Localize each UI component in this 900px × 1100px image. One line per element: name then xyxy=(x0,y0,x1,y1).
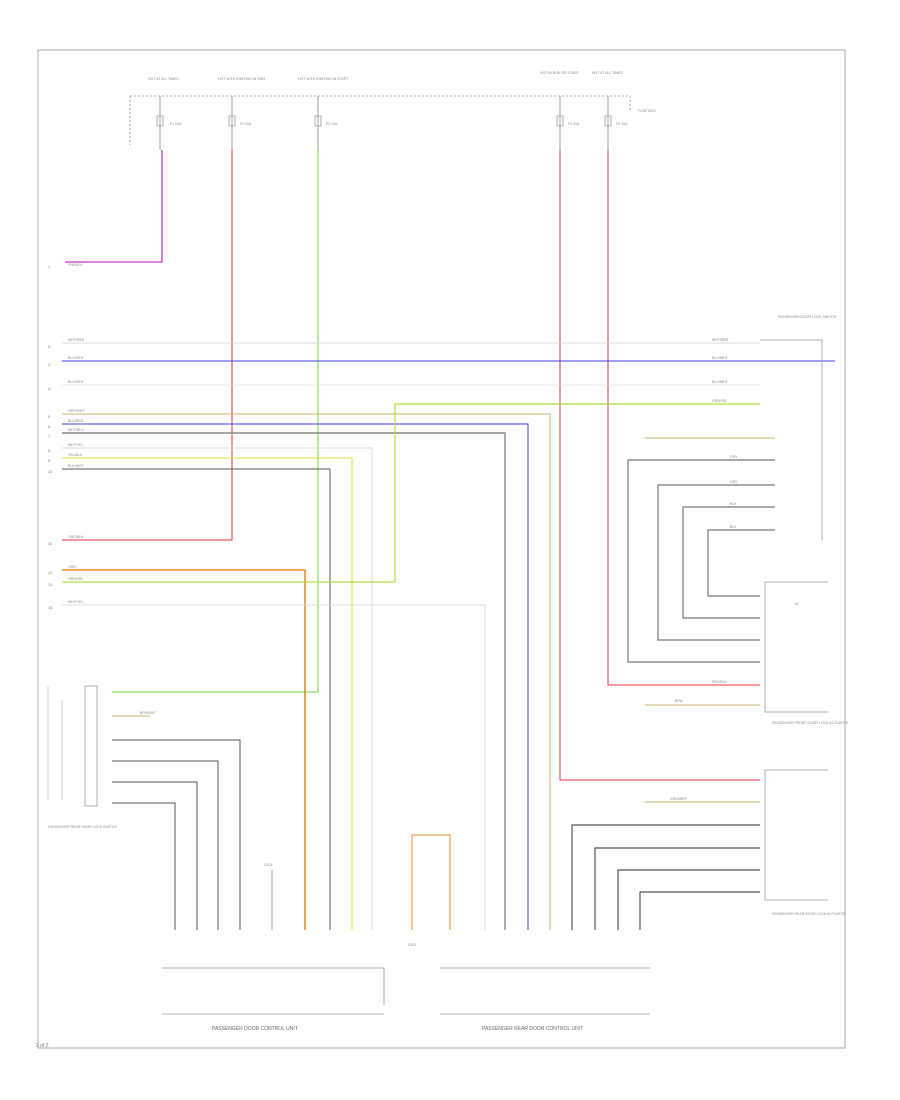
svg-text:WHT/YEL: WHT/YEL xyxy=(68,600,84,604)
fuse-2-label: F2 10A xyxy=(240,122,252,126)
left-switch-wires xyxy=(112,715,241,930)
passenger-rear-actuator-label: PASSENGER REAR DOOR LOCK ACTUATOR xyxy=(772,912,846,916)
svg-text:GRN/YEL: GRN/YEL xyxy=(712,399,727,403)
wire-green-1 xyxy=(112,150,319,693)
svg-text:7: 7 xyxy=(48,434,51,439)
wire-blue-2 xyxy=(62,423,529,930)
svg-text:6: 6 xyxy=(48,424,51,429)
svg-text:WHT/BLU: WHT/BLU xyxy=(68,428,84,432)
wire-orange-1 xyxy=(62,569,306,930)
wire-white-3 xyxy=(62,604,486,930)
svg-text:GRN/YEL: GRN/YEL xyxy=(68,577,83,581)
svg-text:BLU/WHT: BLU/WHT xyxy=(68,356,85,360)
svg-text:BRN/WHT: BRN/WHT xyxy=(140,711,157,715)
svg-text:BLK/WHT: BLK/WHT xyxy=(68,464,84,468)
left-wire-labels: 1 PNK/BLK 2 WHT/RED 3 BLU/WHT 4 BLU/WHT … xyxy=(48,263,85,610)
svg-text:BLU/WHT: BLU/WHT xyxy=(712,356,729,360)
top-feed-3: HOT WITH IGNITION IN START F3 10A xyxy=(298,77,349,150)
wire-pink xyxy=(65,150,163,263)
wire-lime xyxy=(62,403,760,583)
bottom-module-left-label: PASSENGER DOOR CONTROL UNIT xyxy=(212,1026,298,1032)
wire-red-1 xyxy=(62,150,233,541)
svg-text:WHT/RED: WHT/RED xyxy=(712,338,729,342)
wire-yellow-1 xyxy=(62,457,353,930)
bottom-right-black-cluster xyxy=(571,824,760,930)
wire-grey-2 xyxy=(62,432,506,930)
passenger-switch-box xyxy=(760,339,823,540)
svg-text:HOT AT ALL TIMES: HOT AT ALL TIMES xyxy=(148,77,179,81)
svg-text:WHT/RED: WHT/RED xyxy=(68,338,85,342)
svg-text:BLU/WHT: BLU/WHT xyxy=(68,380,85,384)
svg-text:12: 12 xyxy=(48,570,53,575)
svg-text:10: 10 xyxy=(48,469,53,474)
diagram-border xyxy=(37,49,846,1049)
svg-text:BLU/WHT: BLU/WHT xyxy=(712,380,729,384)
svg-text:1: 1 xyxy=(48,264,51,269)
fuse-symbols xyxy=(156,115,612,127)
svg-text:ORG/BLK: ORG/BLK xyxy=(68,535,84,539)
svg-text:13: 13 xyxy=(48,582,53,587)
bottom-module-right xyxy=(440,967,650,1015)
bottom-module-left xyxy=(162,967,385,1015)
right-switch-wire-labels: WHT/RED BLU/WHT BLU/WHT GRN/YEL xyxy=(712,338,729,403)
svg-text:HOT WITH IGNITION IN START: HOT WITH IGNITION IN START xyxy=(298,77,349,81)
svg-text:BLK: BLK xyxy=(730,502,737,506)
left-switch-label: PASSENGER REAR DOOR LOCK SWITCH xyxy=(48,825,117,829)
fuse-3-label: F3 10A xyxy=(326,122,338,126)
fuse-5-label: F5 15A xyxy=(616,122,628,126)
svg-text:5: 5 xyxy=(48,414,51,419)
right-tan-short-wires xyxy=(645,437,775,803)
top-feed-4: HOT IN RUN OR START F4 10A xyxy=(540,71,580,150)
svg-text:8: 8 xyxy=(48,448,51,453)
svg-text:GRN: GRN xyxy=(68,565,76,569)
left-switch xyxy=(47,685,98,807)
svg-text:GRY/WHT: GRY/WHT xyxy=(68,409,85,413)
bottom-module-right-label: PASSENGER REAR DOOR CONTROL UNIT xyxy=(482,1026,583,1032)
svg-text:HOT AT ALL TIMES: HOT AT ALL TIMES xyxy=(592,71,623,75)
ground-label: G101 xyxy=(264,863,273,867)
svg-text:2: 2 xyxy=(48,344,51,349)
wire-red-3 xyxy=(607,150,760,686)
short-wire-labels: GRY GRY BLK BLK BRN/WHT BRN GRN/WHT RED/… xyxy=(140,455,738,801)
fuse-4-label: F4 10A xyxy=(568,122,580,126)
wire-orange-loop xyxy=(411,834,451,930)
top-feed-5: HOT AT ALL TIMES F5 15A xyxy=(592,71,628,150)
svg-text:YEL/BLK: YEL/BLK xyxy=(68,453,83,457)
top-feed-2: HOT WITH IGNITION IN RUN F2 10A xyxy=(218,77,265,150)
svg-text:11: 11 xyxy=(48,541,53,546)
svg-text:M: M xyxy=(795,602,798,606)
svg-text:3: 3 xyxy=(48,362,51,367)
svg-text:RED/BLK: RED/BLK xyxy=(712,680,728,684)
wire-red-2 xyxy=(559,150,760,781)
svg-text:GRN/WHT: GRN/WHT xyxy=(670,797,688,801)
top-feed-1: HOT AT ALL TIMES F1 10A xyxy=(148,77,182,150)
page-number: 2 of 2 xyxy=(36,1043,49,1049)
svg-text:GRY: GRY xyxy=(730,480,738,484)
splice-label: S201 xyxy=(408,943,416,947)
passenger-rear-actuator xyxy=(764,769,828,901)
svg-text:BRN: BRN xyxy=(675,699,683,703)
svg-text:BLK: BLK xyxy=(730,525,737,529)
passenger-front-actuator: M xyxy=(764,581,828,713)
svg-text:9: 9 xyxy=(48,458,51,463)
svg-text:HOT WITH IGNITION IN RUN: HOT WITH IGNITION IN RUN xyxy=(218,77,265,81)
svg-text:GRY: GRY xyxy=(730,455,738,459)
svg-text:HOT IN RUN OR START: HOT IN RUN OR START xyxy=(540,71,580,75)
wire-black-1 xyxy=(62,468,331,930)
wire-white-2 xyxy=(62,447,373,930)
svg-text:14: 14 xyxy=(48,605,53,610)
svg-text:BLU/RED: BLU/RED xyxy=(68,419,84,423)
svg-text:WHT/YEL: WHT/YEL xyxy=(68,443,84,447)
fuse-1-label: F1 10A xyxy=(170,122,182,126)
svg-text:PNK/BLK: PNK/BLK xyxy=(68,263,83,267)
fuse-box xyxy=(129,95,631,145)
passenger-front-actuator-label: PASSENGER FRONT DOOR LOCK ACTUATOR xyxy=(772,721,849,725)
fuse-box-label: FUSE BOX xyxy=(638,109,656,113)
passenger-switch-label: PASSENGER DOOR LOCK SWITCH xyxy=(778,315,837,319)
right-grey-loops xyxy=(627,459,775,663)
svg-text:4: 4 xyxy=(48,386,51,391)
wire-tan-bus xyxy=(62,413,551,930)
